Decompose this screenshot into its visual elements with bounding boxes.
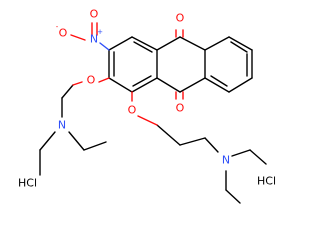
bond	[61, 84, 74, 99]
nitro-oxygen-double: O	[90, 8, 99, 21]
bond	[39, 131, 56, 151]
bond	[156, 77, 181, 93]
nitro-bond	[99, 42, 110, 51]
ether-oxygen-upper: O	[87, 74, 96, 87]
bond	[156, 124, 181, 146]
ether-bond	[98, 77, 110, 83]
bond	[230, 41, 248, 53]
nitro-plus-charge: +	[97, 28, 103, 36]
amine-nitrogen-left: N	[58, 119, 66, 132]
carbonyl-oxygen-bottom: O	[176, 102, 185, 115]
bond	[133, 41, 153, 53]
ether-bond	[137, 115, 158, 126]
chemical-structure: O O N + O O - O O N N HCl HCl	[18, 8, 276, 204]
nitro-nitrogen: N	[90, 33, 98, 46]
bond	[249, 149, 267, 165]
bond	[210, 75, 228, 87]
nitro-minus-charge: -	[56, 23, 59, 31]
bond	[68, 131, 85, 151]
carbonyl-oxygen-top: O	[176, 12, 185, 25]
bond	[179, 137, 206, 146]
bond	[231, 149, 251, 157]
bond	[108, 36, 133, 51]
bond	[204, 137, 219, 153]
bond	[179, 36, 206, 51]
bond	[228, 36, 253, 51]
ether-oxygen-lower: O	[128, 104, 137, 117]
heteroatom-bonds	[70, 22, 184, 126]
amine-nitrogen-right: N	[222, 154, 230, 167]
bond	[204, 36, 230, 51]
bond	[228, 77, 253, 93]
bond	[225, 189, 241, 204]
ether-bond	[72, 81, 83, 86]
bond	[204, 77, 230, 93]
bond	[132, 75, 152, 87]
nitro-oxygen-single: O	[59, 27, 68, 40]
bond	[131, 77, 158, 93]
hydrochloride-left: HCl	[18, 177, 37, 190]
bond	[179, 77, 206, 93]
bond	[108, 77, 133, 93]
hydrochloride-right: HCl	[257, 175, 276, 188]
bond	[83, 141, 107, 151]
carbon-skeleton	[39, 36, 267, 204]
atom-labels: O O N + O O - O O N N	[56, 8, 230, 167]
bond	[131, 36, 158, 51]
bond	[156, 36, 181, 51]
nitro-bond	[70, 34, 86, 41]
